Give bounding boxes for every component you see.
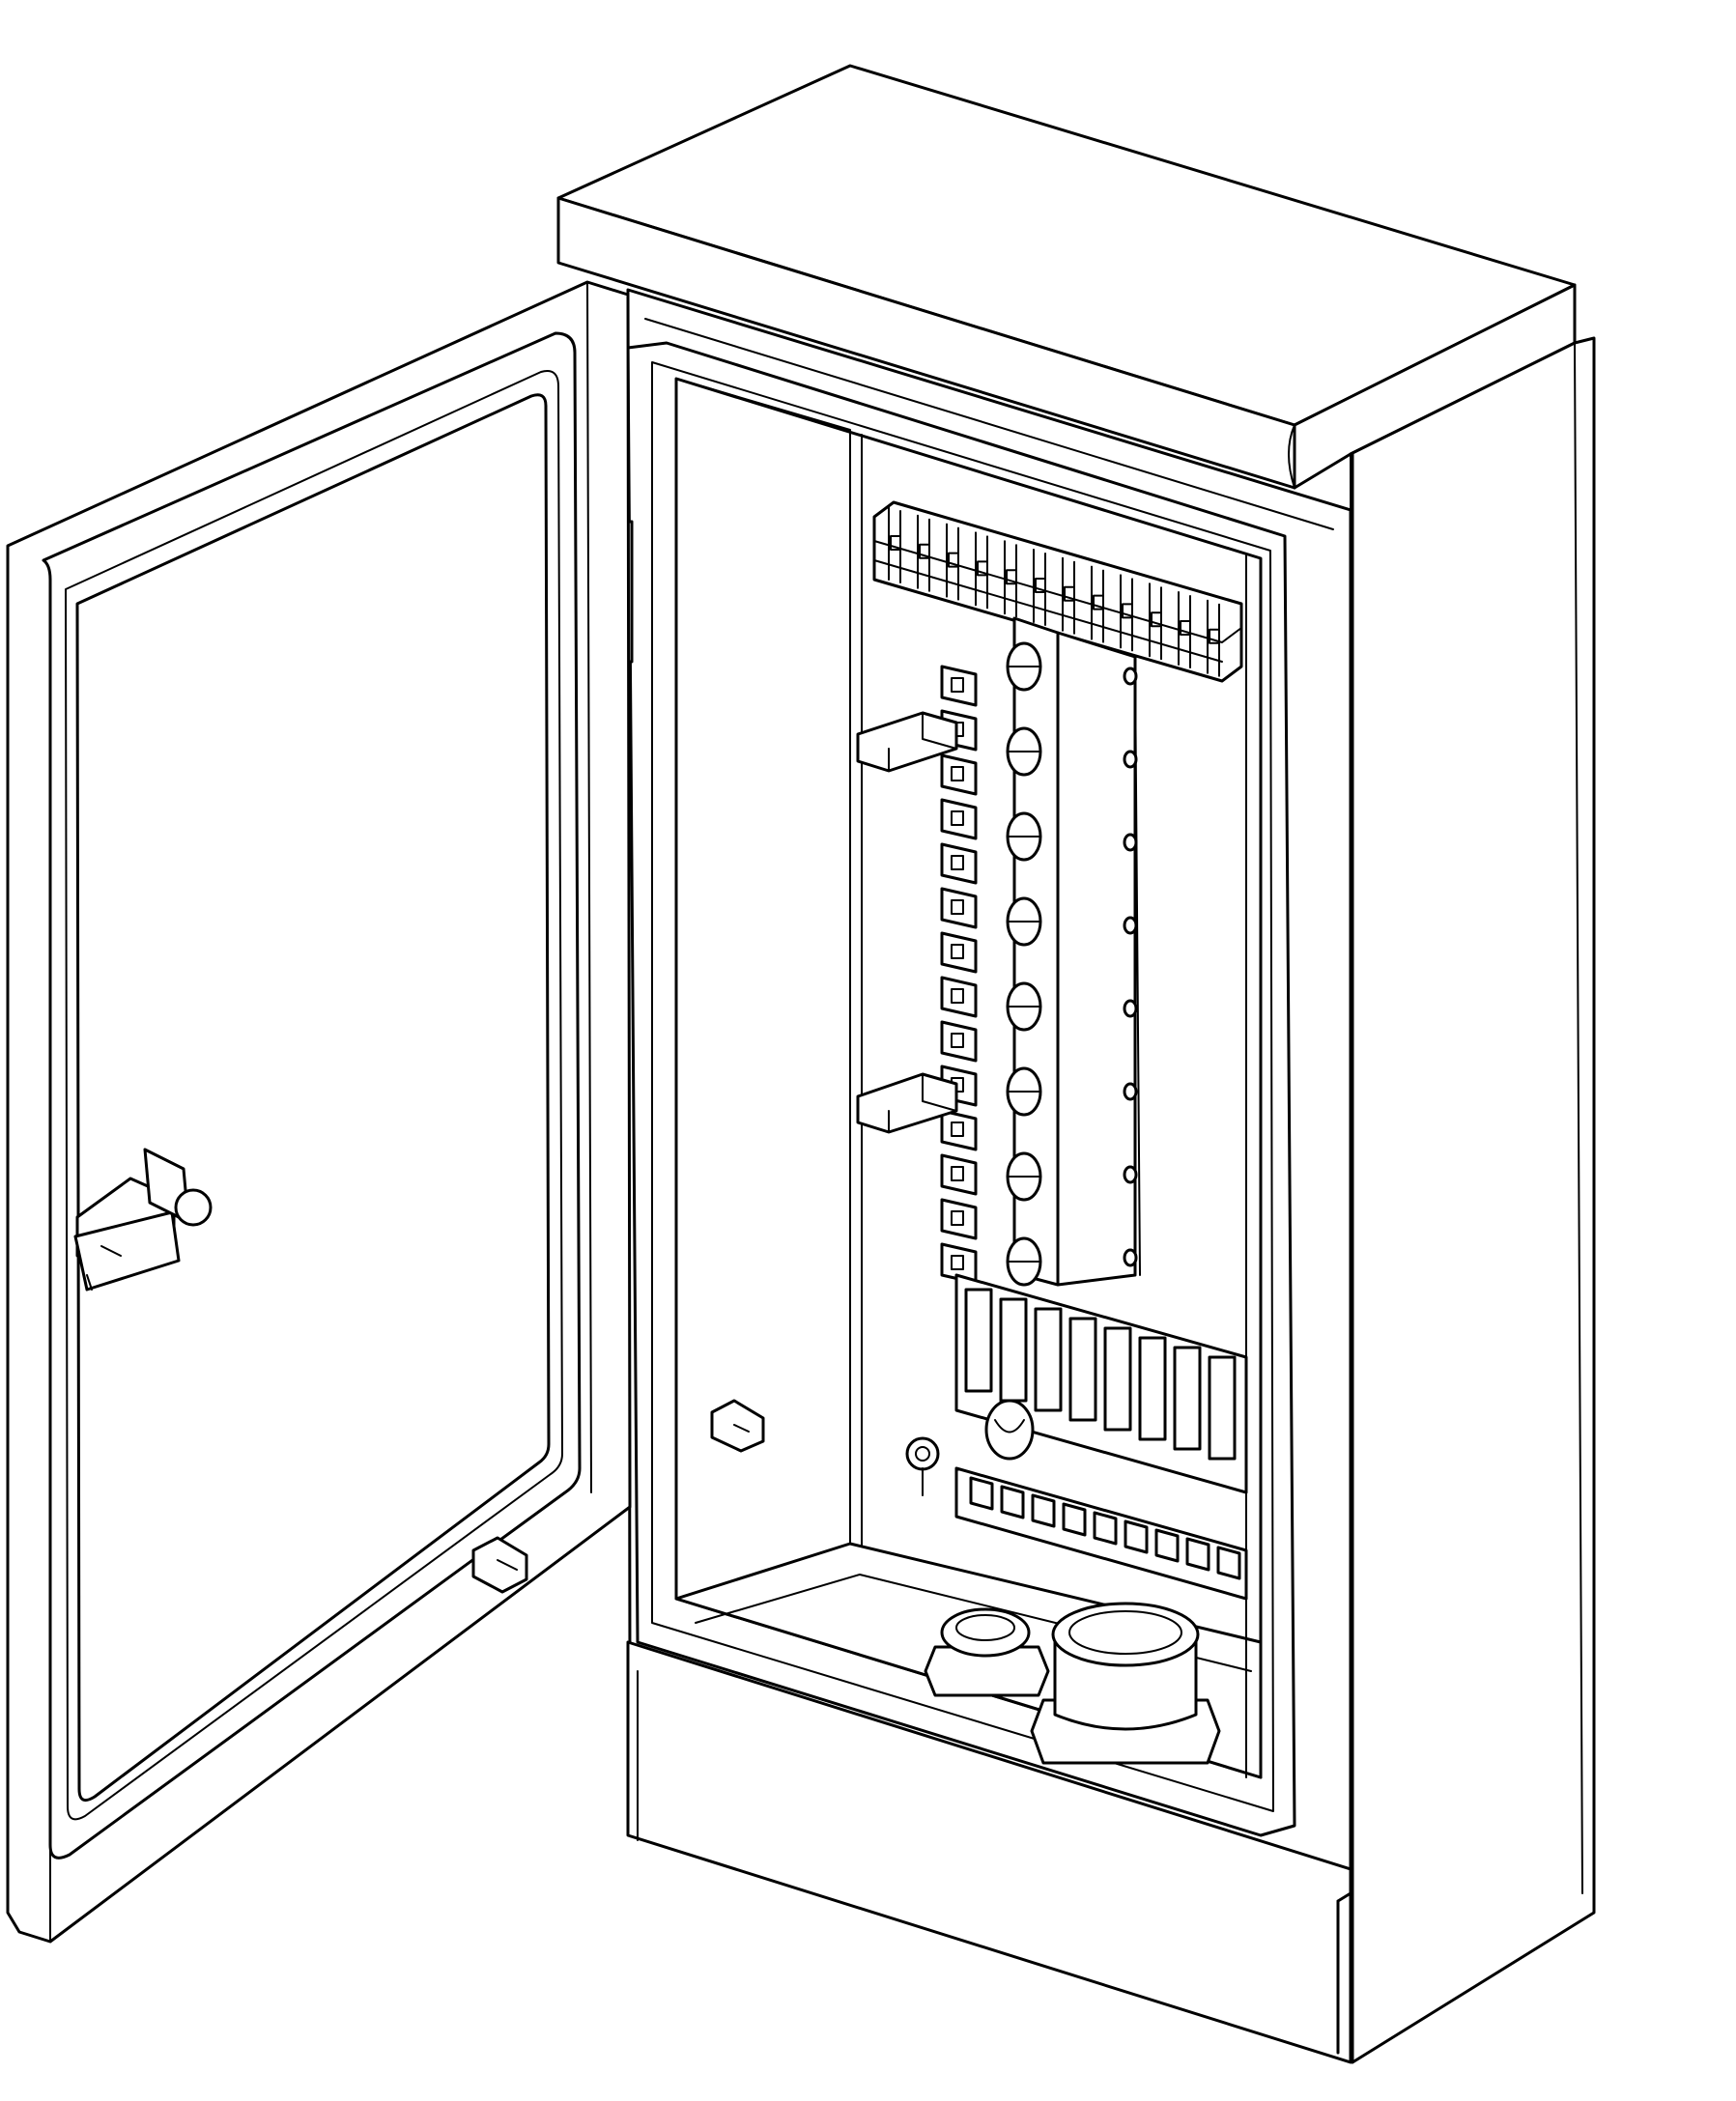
strip-clip-hole — [952, 1167, 963, 1180]
strip-clip-hole — [952, 811, 963, 825]
slot-box — [1105, 1328, 1130, 1430]
door-gasket — [66, 371, 562, 1819]
strip-clip-hole — [952, 856, 963, 869]
slot-box — [1175, 1348, 1200, 1449]
comb-tooth — [971, 1478, 992, 1509]
strip-clip-hole — [952, 1211, 963, 1225]
strip-clip — [942, 667, 976, 705]
strip-clip — [942, 889, 976, 927]
strip-clip-hole — [952, 945, 963, 958]
rail-tooth-slot — [1152, 612, 1161, 626]
open-door — [8, 282, 630, 1942]
panel-hole — [1124, 1167, 1136, 1182]
rail-tooth-slot — [1181, 621, 1190, 635]
strip-clip — [942, 978, 976, 1016]
strip-clip-hole — [952, 678, 963, 692]
panel-hole — [1124, 752, 1136, 767]
strip-clip-hole — [952, 900, 963, 914]
strip-clip — [942, 800, 976, 838]
panel-hole — [1124, 1001, 1136, 1016]
strip-clip — [942, 844, 976, 883]
cable-hole — [986, 1401, 1033, 1459]
strip-rivet-line — [1135, 667, 1140, 1275]
front-frame-inner-edge — [645, 319, 1333, 529]
comb-tooth — [1156, 1530, 1178, 1561]
lower-plinth — [628, 1642, 1351, 2062]
strip-clip — [942, 1155, 976, 1194]
earth-stud — [907, 1438, 938, 1495]
rail-tooth-slot — [1123, 604, 1132, 617]
rail-tooth-slot — [1210, 630, 1219, 643]
panel-hole — [1124, 918, 1136, 933]
strip-clip-hole — [952, 989, 963, 1003]
slot-box — [1140, 1338, 1165, 1439]
strip-clip — [942, 1111, 976, 1150]
rail-tooth-slot — [1007, 570, 1016, 583]
rail-tooth-slot — [1036, 579, 1045, 592]
rail-tooth-slot — [920, 545, 929, 558]
panel-hole — [1124, 1084, 1136, 1099]
door-stud — [473, 1538, 526, 1592]
opening-rim-inner — [652, 362, 1273, 1811]
strip-clip — [942, 933, 976, 972]
side-wall-edge — [1575, 343, 1582, 1893]
strip-clip-hole — [952, 1034, 963, 1047]
slot-box — [1210, 1357, 1235, 1459]
cable-gland-small — [925, 1609, 1048, 1695]
comb-tooth — [1187, 1539, 1209, 1570]
panel-hole — [1124, 835, 1136, 850]
comb-tooth — [1064, 1504, 1085, 1535]
cable-gland-large — [1032, 1604, 1219, 1763]
rail-tooth-slot — [949, 554, 958, 567]
rail-tooth-slot — [1094, 596, 1103, 610]
panel-holes — [1124, 668, 1136, 1265]
strip-clip-hole — [952, 1256, 963, 1269]
strip-clip-hole — [952, 767, 963, 781]
slot-box — [1001, 1299, 1026, 1401]
top-cap-edge — [1289, 425, 1295, 488]
side-wall — [1351, 338, 1594, 2062]
rail-lower-line — [874, 560, 1222, 662]
slot-box — [1070, 1319, 1096, 1420]
lower-slot-strip — [956, 1275, 1246, 1492]
door-latch — [75, 1150, 211, 1290]
interior-stud — [712, 1401, 763, 1451]
comb-teeth — [971, 1478, 1239, 1578]
rail-top-line — [874, 541, 1241, 642]
terminal-rail — [874, 502, 1241, 681]
mounting-strip — [942, 618, 1140, 1285]
rail-teeth — [889, 507, 1219, 676]
strip-clip — [942, 1200, 976, 1238]
comb-tooth — [1218, 1547, 1239, 1578]
door-panel-inner — [77, 395, 549, 1801]
comb-tooth — [1095, 1513, 1116, 1544]
strip-screws — [1008, 643, 1040, 1285]
comb-tooth — [1002, 1487, 1023, 1518]
panel-hole — [1124, 668, 1136, 684]
slot-box — [1036, 1309, 1061, 1410]
bracket-bottom — [858, 1074, 956, 1132]
strip-clip — [942, 1022, 976, 1061]
plinth-corner — [1338, 1893, 1351, 2053]
strip-clips — [942, 667, 976, 1283]
strip-back — [1058, 633, 1135, 1285]
rail-tooth-slot — [891, 536, 900, 550]
strip-clip — [942, 755, 976, 794]
bracket-top — [858, 713, 956, 771]
rail-tooth-slot — [978, 561, 987, 575]
comb-tooth — [1125, 1521, 1147, 1552]
rail-tooth-slot — [1065, 587, 1074, 601]
strip-clip-hole — [952, 1122, 963, 1136]
comb-tooth — [1033, 1495, 1054, 1526]
slot-box — [966, 1290, 991, 1391]
panel-hole — [1124, 1250, 1136, 1265]
lower-comb — [956, 1468, 1246, 1599]
